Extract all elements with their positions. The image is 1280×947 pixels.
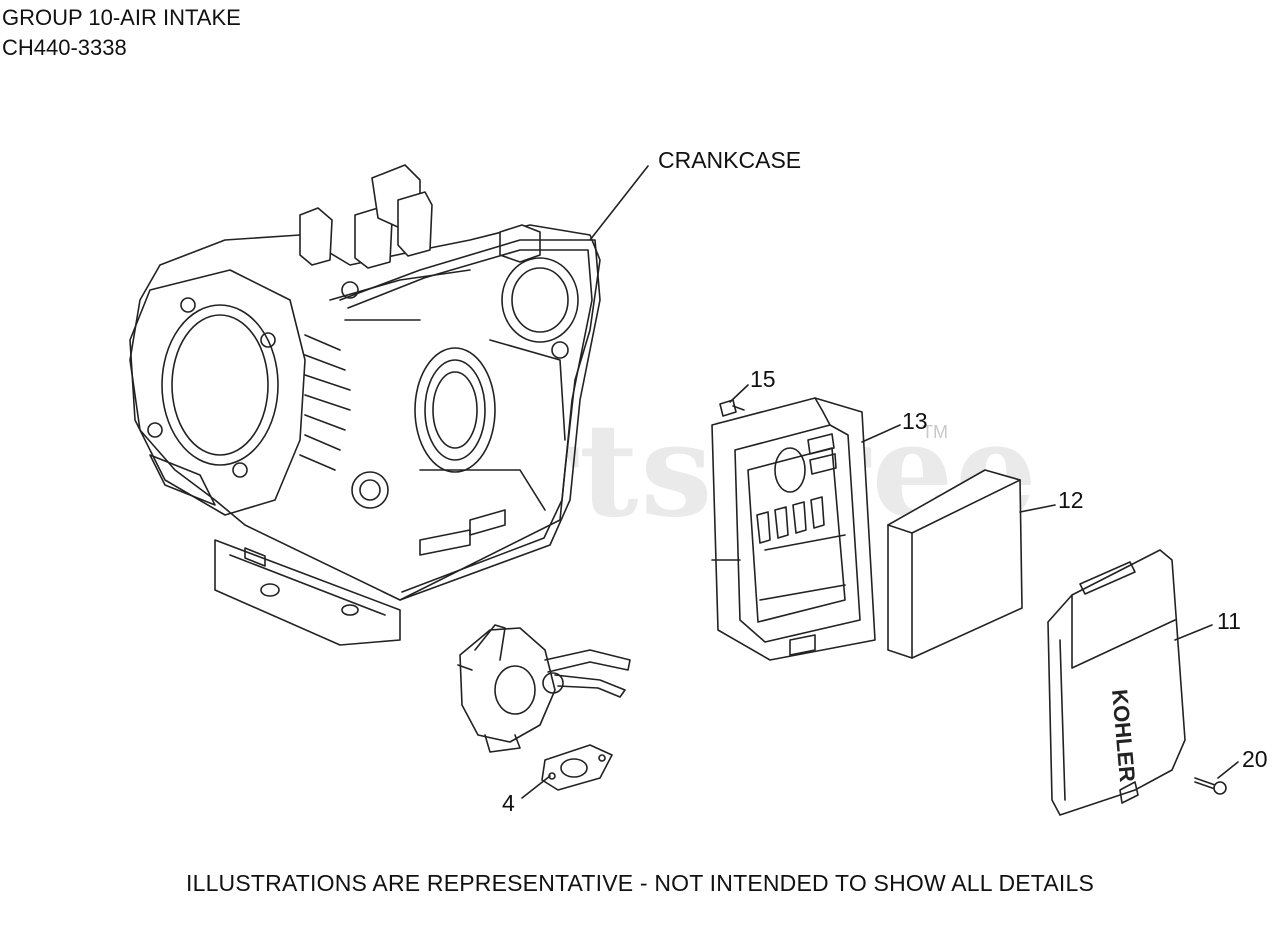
crankcase-leader (589, 165, 649, 241)
crankcase-part (129, 164, 601, 646)
p13-leader (861, 424, 901, 443)
carburetor-part (457, 624, 631, 753)
callout-15: 15 (750, 366, 776, 392)
p12-leader (1019, 504, 1056, 513)
callout-13: 13 (902, 408, 928, 434)
screw-15-part (719, 399, 745, 417)
callout-20: 20 (1242, 746, 1268, 772)
callout-12: 12 (1058, 487, 1084, 513)
p4-leader (521, 775, 551, 799)
callout-11: 11 (1217, 608, 1241, 634)
disclaimer-footer: ILLUSTRATIONS ARE REPRESENTATIVE - NOT I… (185, 870, 1095, 896)
bolt-20-part (1194, 777, 1227, 795)
air-filter-element-part (887, 469, 1023, 659)
p15-leader (729, 384, 749, 403)
p11-leader (1174, 624, 1213, 641)
callout-4: 4 (502, 790, 515, 816)
callout-crankcase: CRANKCASE (658, 147, 802, 173)
air-cleaner-cover-part (1047, 549, 1186, 816)
gasket-4-part (541, 744, 613, 791)
p20-leader (1217, 761, 1239, 779)
watermark-tm: TM (922, 422, 948, 442)
diagram-title: GROUP 10-AIR INTAKE (2, 5, 241, 30)
air-cleaner-base-part (711, 397, 876, 661)
model-number: CH440-3338 (2, 35, 127, 60)
